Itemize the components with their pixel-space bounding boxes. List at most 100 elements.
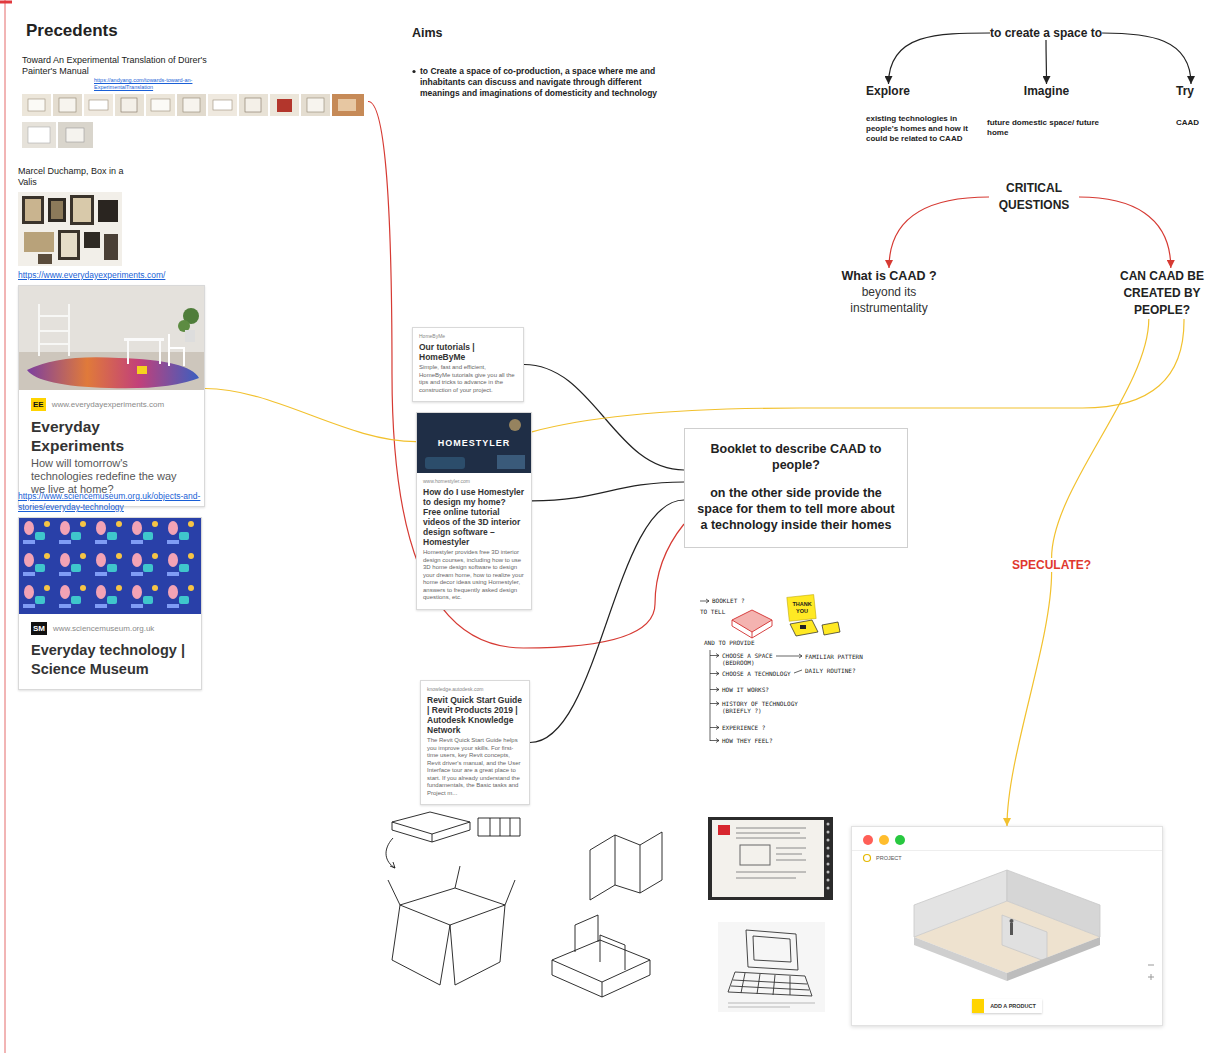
computer-drawing (718, 922, 825, 1012)
notebook-photo (708, 817, 833, 900)
branch-text: future domestic space/ future home (979, 118, 1114, 138)
connector (1052, 319, 1149, 558)
panel: SMwww.sciencemuseum.org.ukEveryday techn… (18, 517, 202, 690)
sketch-note: HOW IT WORKS? (722, 686, 769, 693)
logo-text: HOMESTYLER (438, 438, 511, 448)
heading: What is CAAD ? (829, 268, 949, 284)
branch-text: existing technologies in people's homes … (866, 114, 991, 144)
question: What is CAAD ?beyond its instrumentality (829, 268, 949, 316)
image-pattern (19, 518, 201, 614)
panel: SM www.sciencemuseum.org.uk (19, 614, 201, 637)
app-screenshot: PROJECT ADD A PRODUCT (851, 826, 1163, 1026)
card-title: Revit Quick Start Guide | Revit Products… (427, 695, 523, 735)
box-text: Booklet to describe CAAD to people? (695, 441, 897, 473)
connector (1079, 197, 1171, 268)
box-text: on the other side provide the space for … (695, 485, 897, 533)
page-margin (0, 0, 12, 1053)
site-badge: SM (31, 622, 47, 635)
tree-branch: TryCAAD (1176, 84, 1206, 128)
panel: HomeByMeOur tutorials | HomeByMeSimple, … (412, 327, 524, 402)
site-url: HomeByMe (419, 333, 517, 340)
card-title: How do I use Homestyler to design my hom… (423, 487, 525, 547)
question-box: Booklet to describe CAAD to people? on th… (684, 428, 908, 548)
link: https://www.sciencemuseum.org.uk/objects… (18, 491, 202, 513)
link: https://www.everydayexperiments.com/ (18, 270, 205, 281)
panel: PROJECT (852, 850, 1162, 865)
connector (532, 482, 684, 501)
question: CAN CAAD BE CREATED BY PEOPLE? (1118, 268, 1206, 319)
image-room (19, 286, 204, 390)
site-url: www.homestyler.com (423, 478, 525, 485)
room-model (852, 865, 1162, 997)
connector (1045, 40, 1047, 84)
link-card: knowledge.autodesk.comRevit Quick Start … (420, 680, 530, 805)
panel: www.homestyler.comHow do I use Homestyle… (417, 473, 531, 609)
link-card: https://www.sciencemuseum.org.uk/objects… (18, 491, 202, 690)
link-card: HOMESTYLER www.homestyler.comHow do I use… (416, 412, 532, 610)
panel: HOMESTYLER www.homestyler.comHow do I use… (416, 412, 532, 610)
connector (889, 33, 991, 84)
question-text: beyond its instrumentality (829, 284, 949, 316)
sketch-note: CHOOSE A TECHNOLOGY (722, 670, 791, 677)
heading: to create a space to (990, 26, 1102, 40)
bullet (412, 70, 415, 73)
tree-branch: Imagine future domestic space/ future hom… (979, 84, 1114, 138)
connector (530, 500, 684, 743)
connector (889, 197, 989, 268)
connector (524, 365, 684, 471)
card-body: Simple, fast and efficient, HomeByMe tut… (419, 364, 517, 394)
panel: EE www.everydayexperiments.com (19, 390, 204, 413)
site-badge: EE (31, 398, 46, 411)
image-duchamp (18, 192, 122, 266)
card-title: Our tutorials | HomeByMe (419, 342, 517, 362)
sketch-note: DAILY ROUTINE? (805, 667, 856, 674)
tree-branch: Explore existing technologies in people's… (866, 84, 991, 144)
branch-text: CAAD (1176, 118, 1206, 128)
link: https://andyang.com/towards-toward-an-Ex… (94, 77, 234, 91)
heading: Try (1176, 84, 1206, 98)
sketch-note: HISTORY OF TECHNOLOGY (BRIEFLY ?) (722, 700, 807, 714)
app-text: PROJECT (876, 855, 902, 861)
precedent-title: Toward An Experimental Translation of Dü… (22, 55, 237, 77)
heading: Explore (866, 84, 991, 98)
sketch-note: TO TELL (700, 608, 725, 615)
heading: CRITICAL QUESTIONS (989, 180, 1079, 214)
connector (1102, 33, 1191, 84)
link-card: https://www.everydayexperiments.com/ EE w… (18, 270, 205, 507)
sticky-note-text: THANK YOU (790, 601, 814, 614)
card-body: The Revit Quick Start Guide helps you im… (427, 737, 523, 797)
section-heading: Aims (412, 26, 443, 40)
panel: EEwww.everydayexperiments.comEveryday Ex… (18, 285, 205, 507)
sketch-note: BOOKLET ? (712, 597, 745, 604)
image-strip (22, 94, 364, 148)
aim-text: to Create a space of co-production, a sp… (420, 66, 682, 99)
tree-root: CRITICAL QUESTIONS (989, 180, 1079, 214)
precedent-card: Marcel Duchamp, Box in a Valis (18, 166, 128, 266)
app-icon (862, 853, 872, 863)
panel: knowledge.autodesk.comRevit Quick Start … (420, 680, 530, 805)
panel: HOMESTYLER (417, 413, 531, 473)
sketch-note: AND TO PROVIDE (704, 639, 755, 646)
connector (368, 101, 684, 648)
heading: SPECULATE? (1012, 558, 1091, 572)
connector (1007, 572, 1052, 826)
heading: Imagine (979, 84, 1114, 98)
card-body: Homestyler provides free 3D interior des… (423, 549, 525, 602)
link-card: HomeByMeOur tutorials | HomeByMeSimple, … (412, 327, 524, 402)
site-url: www.sciencemuseum.org.uk (53, 624, 154, 633)
panel: ADD A PRODUCT (852, 999, 1162, 1013)
site-url: www.everydayexperiments.com (52, 400, 164, 409)
speculate-label: SPECULATE? (1012, 558, 1091, 572)
connector (532, 319, 1184, 432)
section-heading: Precedents (26, 21, 118, 41)
window-dots (862, 834, 912, 846)
connector (205, 389, 416, 442)
heading: CAN CAAD BE CREATED BY PEOPLE? (1118, 268, 1206, 319)
sketch-note: HOW THEY FEEL? (722, 737, 773, 744)
sketch-note: FAMILIAR PATTERN (805, 653, 863, 660)
sketch-note: EXPERIENCE ? (722, 724, 765, 731)
precedent-card: Toward An Experimental Translation of Dü… (22, 55, 368, 148)
box-sketches (386, 812, 662, 997)
site-url: knowledge.autodesk.com (427, 686, 523, 693)
